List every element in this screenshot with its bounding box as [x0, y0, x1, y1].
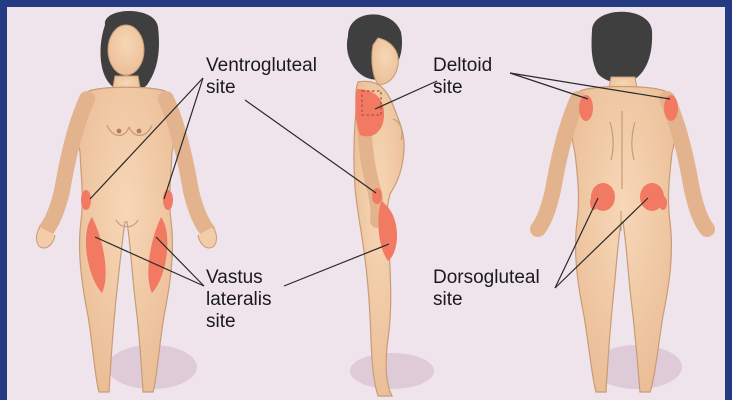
ventrogluteal-site-marker	[590, 196, 598, 210]
dorsogluteal-site-label: Dorsogluteal site	[433, 267, 540, 311]
deltoid-label-line-2: site	[433, 77, 492, 99]
ventrogluteal-label-line-1: Ventrogluteal	[206, 55, 317, 77]
dorsogluteal-label-line-1: Dorsogluteal	[433, 267, 540, 289]
vastus-label-line-2: lateralis	[206, 289, 271, 311]
deltoid-leader-line-back-left	[510, 73, 588, 99]
vastus-label-line-1: Vastus	[206, 267, 271, 289]
nipple	[137, 129, 142, 134]
back-view	[538, 12, 707, 392]
deltoid-label-line-1: Deltoid	[433, 55, 492, 77]
left-arm	[538, 99, 578, 229]
right-arm	[166, 99, 207, 230]
vastus-label-line-3: site	[206, 311, 271, 333]
face	[108, 25, 144, 75]
dorsogluteal-label-line-2: site	[433, 289, 540, 311]
vastus-lateralis-site-label: Vastus lateralis site	[206, 267, 271, 333]
ventrogluteal-site-marker	[81, 190, 91, 210]
ventrogluteal-label-line-2: site	[206, 77, 317, 99]
illustration	[7, 7, 725, 400]
nipple	[117, 129, 122, 134]
ventrogluteal-site-marker	[659, 196, 667, 210]
deltoid-site-label: Deltoid site	[433, 55, 492, 99]
hair	[592, 12, 653, 83]
floor-shadow	[350, 353, 434, 389]
ventrogluteal-site-marker	[372, 188, 382, 204]
ventrogluteal-site-label: Ventrogluteal site	[206, 55, 317, 99]
side-view	[347, 14, 434, 396]
ventrogluteal-site-marker	[163, 190, 173, 210]
front-view	[37, 11, 217, 392]
